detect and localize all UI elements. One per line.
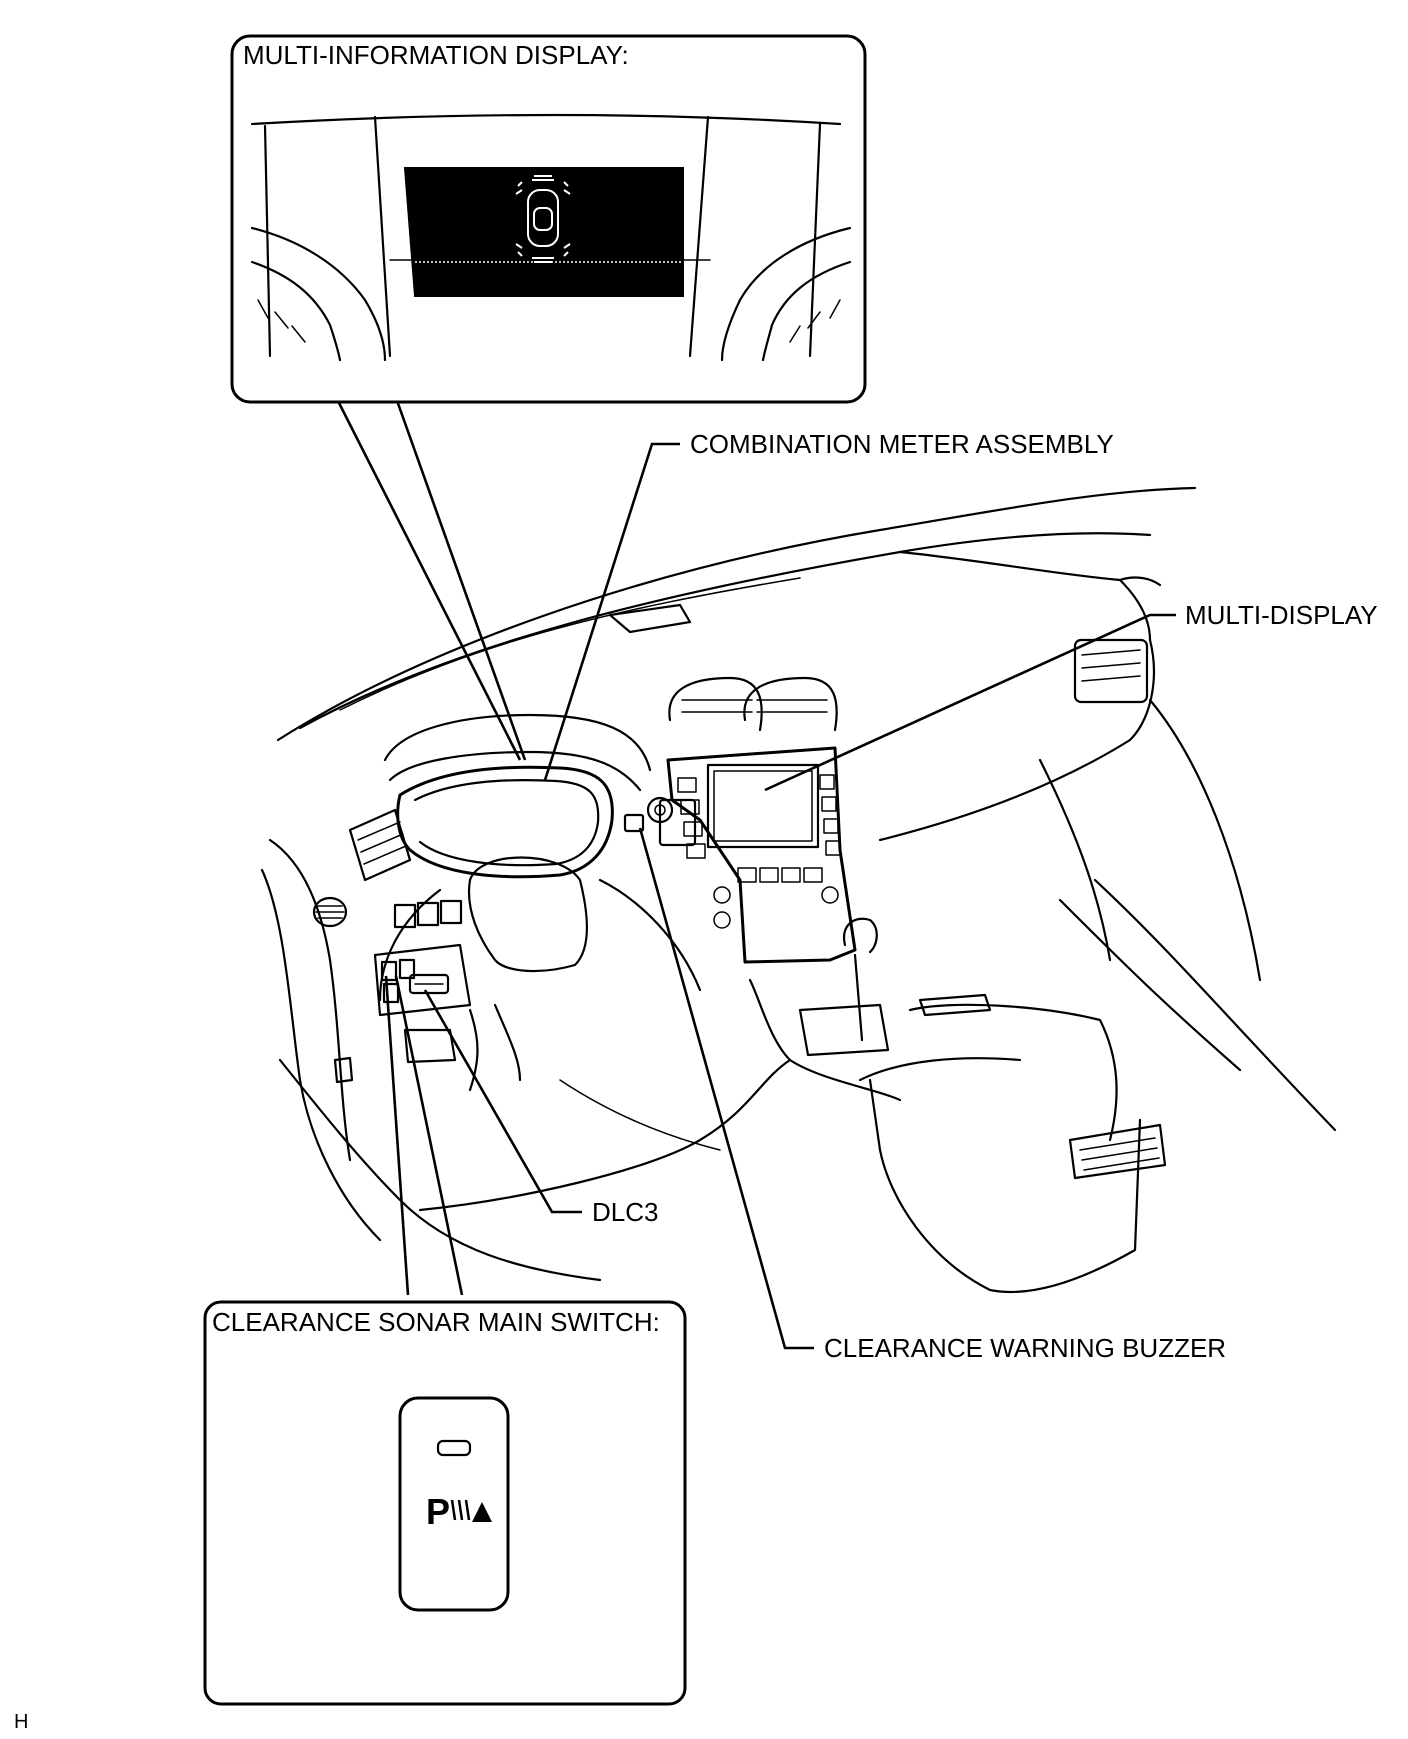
multi-information-display-label: MULTI-INFORMATION DISPLAY: (243, 40, 629, 70)
parking-sonar-icon (450, 1499, 492, 1522)
parking-symbol: P (426, 1491, 450, 1532)
clearance-warning-buzzer-label: CLEARANCE WARNING BUZZER (824, 1333, 1226, 1363)
multi-information-display-screen (403, 167, 684, 297)
dashboard-illustration (260, 486, 1337, 1294)
leader-lines (333, 394, 1176, 1350)
clearance-sonar-main-switch-callout: CLEARANCE SONAR MAIN SWITCH: P (203, 1300, 687, 1706)
car-top-view-icon (515, 175, 571, 263)
sonar-switch-indicator (436, 1439, 472, 1457)
combination-meter-assembly-label: COMBINATION METER ASSEMBLY (690, 429, 1114, 459)
multi-display-label: MULTI-DISPLAY (1185, 600, 1378, 630)
corner-mark: H (14, 1711, 28, 1733)
sonar-switch-body (398, 1396, 510, 1612)
dlc3-label: DLC3 (592, 1197, 658, 1227)
clearance-sonar-main-switch-label: CLEARANCE SONAR MAIN SWITCH: (212, 1307, 660, 1337)
multi-information-display-callout: MULTI-INFORMATION DISPLAY: (230, 34, 867, 404)
